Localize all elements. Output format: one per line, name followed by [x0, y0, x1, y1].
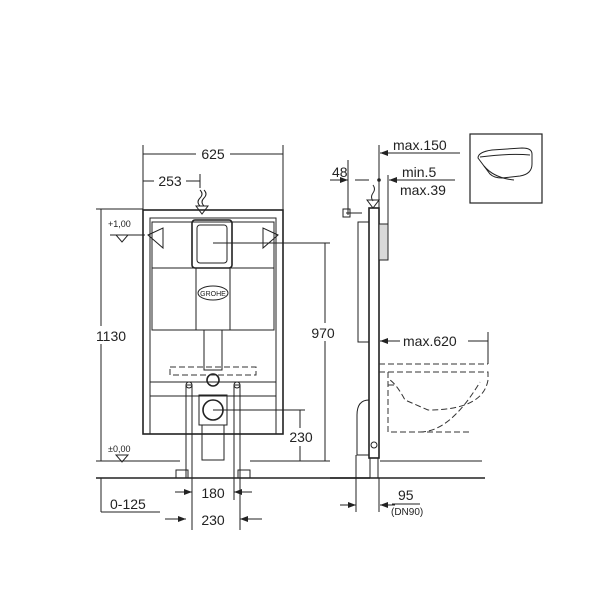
dim-230-legs: 230	[201, 512, 225, 528]
level-floor-label: ±0,00	[108, 444, 130, 454]
cistern	[151, 221, 275, 331]
dim-max-620: max.620	[403, 333, 457, 349]
dim-48: 48	[332, 164, 348, 180]
side-view	[330, 184, 489, 479]
level-marker-icon	[114, 234, 130, 243]
front-dimensions: 625 253 1130 +1,00 ±0,00 970 230 0-125 1…	[94, 145, 340, 530]
dim-max-39: max.39	[400, 182, 446, 198]
dim-95: 95	[398, 487, 414, 503]
frame-leg-right	[233, 384, 241, 479]
dim-dn90: (DN90)	[391, 507, 423, 518]
svg-text:GROHE: GROHE	[200, 291, 226, 298]
toilet-thumbnail	[469, 133, 543, 204]
dim-253: 253	[158, 173, 182, 189]
flush-plate-opening	[191, 219, 233, 269]
toilet-outline	[379, 363, 489, 411]
flush-plate-side	[378, 223, 389, 261]
frame-side-profile	[368, 207, 380, 459]
frame-leg-left	[185, 384, 193, 479]
dim-230-drain: 230	[289, 429, 313, 445]
dim-0-125: 0-125	[110, 496, 146, 512]
dim-min-5: min.5	[402, 164, 436, 180]
front-view: GROHE	[96, 189, 370, 479]
water-supply-icon	[197, 189, 207, 207]
side-dimensions: max.150 48 min.5 max.39 max.620 95 (DN90…	[330, 137, 489, 518]
dim-180: 180	[201, 485, 225, 501]
dim-625: 625	[201, 146, 225, 162]
dim-1130: 1130	[96, 328, 126, 344]
level-marker-icon	[114, 454, 130, 463]
level-top-label: +1,00	[108, 219, 131, 229]
dim-970: 970	[311, 325, 335, 341]
dim-max-150: max.150	[393, 137, 447, 153]
brand-logo	[197, 285, 229, 301]
